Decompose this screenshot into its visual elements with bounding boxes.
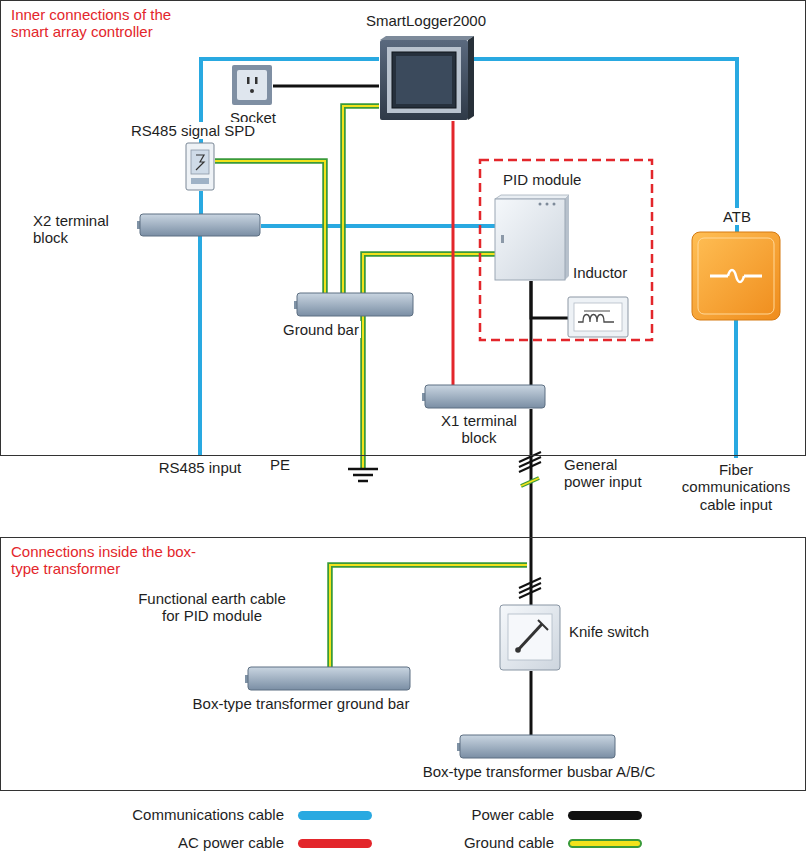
smartlogger-device: SmartLogger2000 <box>379 37 473 121</box>
terminal-block: X2 terminal block <box>141 215 261 237</box>
fiber-input-wire <box>736 320 737 458</box>
device-label: Inductor <box>571 264 629 281</box>
panel-title: Inner connections of the smart array con… <box>9 6 203 41</box>
legend-text: AC power cable <box>176 834 286 851</box>
device-label: Knife switch <box>567 623 651 640</box>
inductor: Inductor <box>569 298 629 338</box>
legend-swatch <box>568 811 642 820</box>
atb-box: ATB <box>693 233 781 321</box>
device-label: Ground bar <box>281 321 361 338</box>
spd-module: RS485 signal SPD <box>187 144 215 191</box>
communications-cable <box>261 226 496 227</box>
pid-icon <box>495 195 569 280</box>
terminal-block-icon <box>422 385 545 408</box>
three-phase-marks <box>519 452 541 598</box>
wire-label: PE <box>268 456 292 473</box>
busbar: Box-type transformer busbar A/B/C <box>461 736 616 759</box>
legend-swatch <box>298 839 372 848</box>
spd-icon <box>186 143 214 190</box>
terminal-block-icon <box>137 214 260 236</box>
atb-icon <box>692 232 780 320</box>
busbar-icon <box>457 735 615 758</box>
device-label: X1 terminal block <box>432 412 526 447</box>
device-label: Box-type transformer ground bar <box>191 695 412 712</box>
device-label: SmartLogger2000 <box>364 12 488 29</box>
terminal-block: X1 terminal block <box>426 386 546 409</box>
communications-cable <box>201 191 202 215</box>
device-label: Box-type transformer busbar A/B/C <box>421 763 658 780</box>
device-label: RS485 signal SPD <box>129 122 257 139</box>
panel: SmartLogger2000SocketRS485 signal SPDX2 … <box>0 0 806 456</box>
pe-wire <box>363 316 364 468</box>
ground-bar-icon <box>245 667 410 690</box>
ground-bar-icon <box>294 293 413 316</box>
ground-bar: Ground bar <box>298 294 414 317</box>
ground-cable <box>363 254 496 294</box>
power-cable <box>273 86 379 87</box>
legend-text: Ground cable <box>462 834 556 851</box>
functional-earth-wire <box>330 565 527 667</box>
wire-label: Fiber communications cable input <box>674 461 798 513</box>
power-cable <box>531 281 532 386</box>
legend-swatch <box>298 811 372 820</box>
device-label: ATB <box>721 208 753 225</box>
wire-label: RS485 input <box>157 459 244 476</box>
ground-bar: Box-type transformer ground bar <box>249 668 411 691</box>
legend-text: Power cable <box>469 806 556 823</box>
socket: Socket <box>233 66 273 106</box>
device-label: PID module <box>501 171 583 188</box>
device-label: X2 terminal block <box>31 212 135 247</box>
ac-power-cable <box>453 121 454 386</box>
smartlogger-icon <box>380 36 474 120</box>
ground-cable-sample <box>568 839 642 848</box>
power-cable <box>531 281 569 318</box>
knife-switch-icon <box>500 605 560 670</box>
power-cable <box>531 671 532 736</box>
knife-switch: Knife switch <box>501 606 561 671</box>
pe-symbol <box>348 469 378 481</box>
pid-module: PID module <box>496 196 566 281</box>
legend-text: Communications cable <box>130 806 286 823</box>
pid-enclosure <box>480 160 652 340</box>
inductor-icon <box>568 297 628 337</box>
rs485-input-wire <box>200 236 201 455</box>
socket-icon <box>232 65 272 105</box>
panel: Box-type transformer ground bar Knife swi… <box>0 537 806 791</box>
wire-label: General power input <box>562 456 651 491</box>
ground-mark <box>521 478 539 486</box>
panel-title: Connections inside the box-type transfor… <box>9 543 203 578</box>
wire-label: Functional earth cable for PID module <box>128 590 297 625</box>
power-cable <box>531 409 532 606</box>
